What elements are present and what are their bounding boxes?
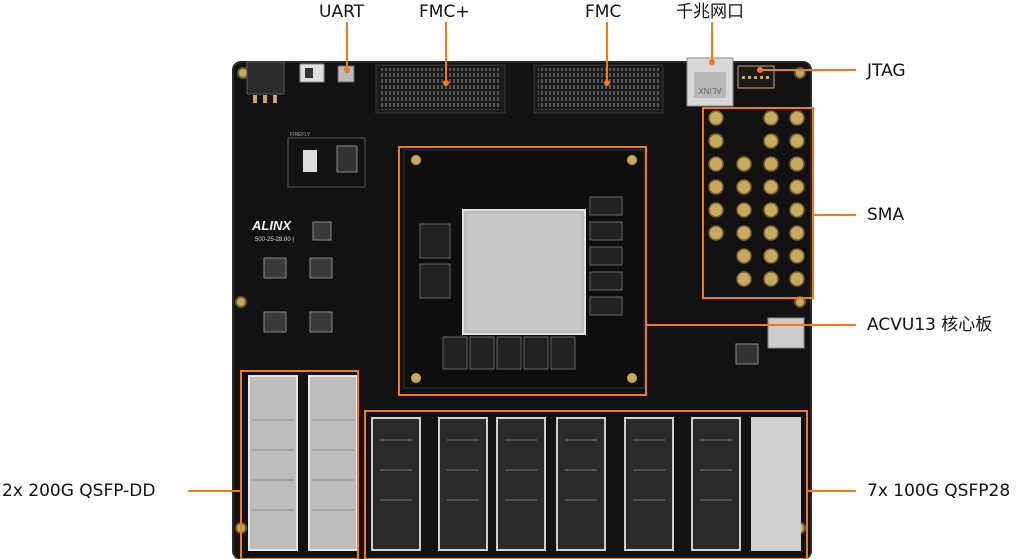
fmc-plus-connector xyxy=(375,64,506,114)
label-uart: UART xyxy=(319,2,365,22)
qsfp-dd-cages xyxy=(248,375,358,551)
label-sma: SMA xyxy=(867,205,905,225)
label-core-board: ACVU13 核心板 xyxy=(867,315,993,335)
sd-slot xyxy=(767,317,805,349)
eth-jack-brand: ALINX xyxy=(698,86,722,95)
qsfp28-fins xyxy=(380,439,732,501)
power-modules xyxy=(263,221,333,333)
qsfp-dd-box xyxy=(240,370,359,559)
core-board-box xyxy=(398,146,647,396)
label-jtag: JTAG xyxy=(867,61,906,81)
board-brand: ALINX xyxy=(251,218,292,233)
fmc-connector xyxy=(533,64,664,114)
label-qsfp-dd: 2x 200G QSFP-DD xyxy=(2,481,156,501)
power-connector xyxy=(246,61,285,95)
label-fmc: FMC xyxy=(585,2,622,22)
board-model: 500-25-28.00 | xyxy=(255,237,294,243)
label-qsfp28: 7x 100G QSFP28 xyxy=(867,481,1011,501)
header-pins xyxy=(253,95,277,103)
inductor xyxy=(735,343,759,365)
label-ethernet: 千兆网口 xyxy=(676,2,744,22)
ethernet-jack xyxy=(686,57,734,107)
firefly-label: FIREFLY xyxy=(290,132,311,138)
sma-box xyxy=(702,107,814,299)
sma-connectors xyxy=(708,110,805,287)
ddr-chips xyxy=(419,196,623,370)
callout-dots xyxy=(344,59,763,86)
qsfp28-box xyxy=(364,410,808,559)
callout-lines xyxy=(188,22,856,559)
label-fmc-plus: FMC+ xyxy=(419,2,470,22)
firefly-area xyxy=(287,137,366,188)
core-board-module xyxy=(403,149,645,389)
